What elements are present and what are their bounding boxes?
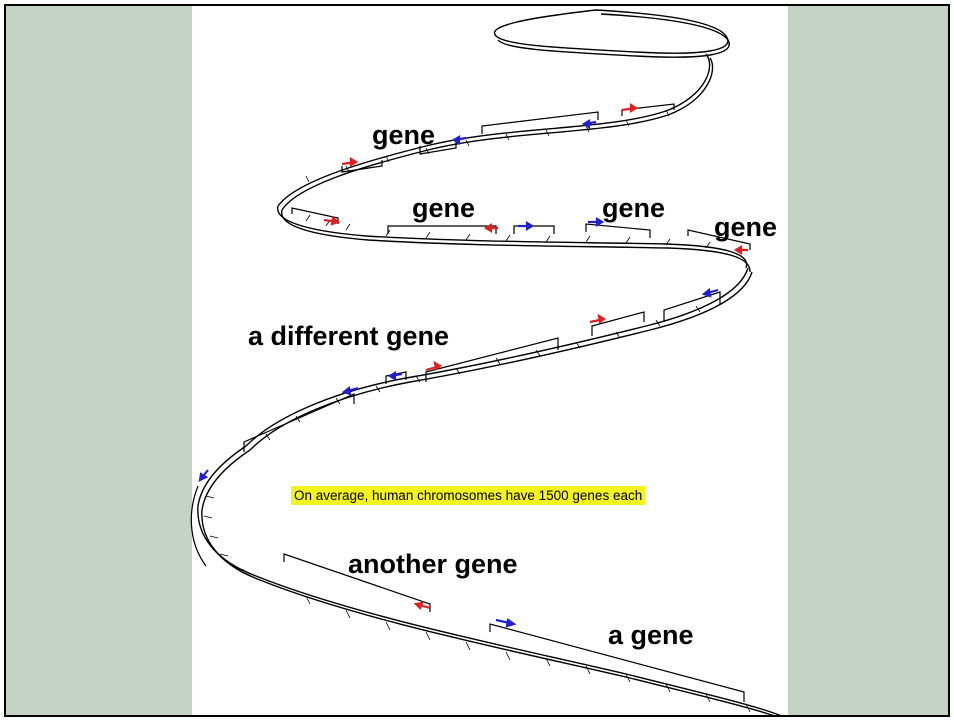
gene-label: gene [714, 214, 777, 241]
gene-label: gene [412, 195, 475, 222]
different-gene-label: a different gene [248, 323, 449, 350]
gene-label: gene [602, 195, 665, 222]
dna-helix [198, 10, 790, 715]
a-gene-label: a gene [608, 622, 694, 649]
chromosome-dna-diagram [6, 6, 948, 715]
slide: gene gene gene gene a different gene ano… [4, 4, 950, 717]
another-gene-label: another gene [348, 551, 518, 578]
gene-label: gene [372, 122, 435, 149]
chromosome-caption: On average, human chromosomes have 1500 … [291, 486, 645, 505]
